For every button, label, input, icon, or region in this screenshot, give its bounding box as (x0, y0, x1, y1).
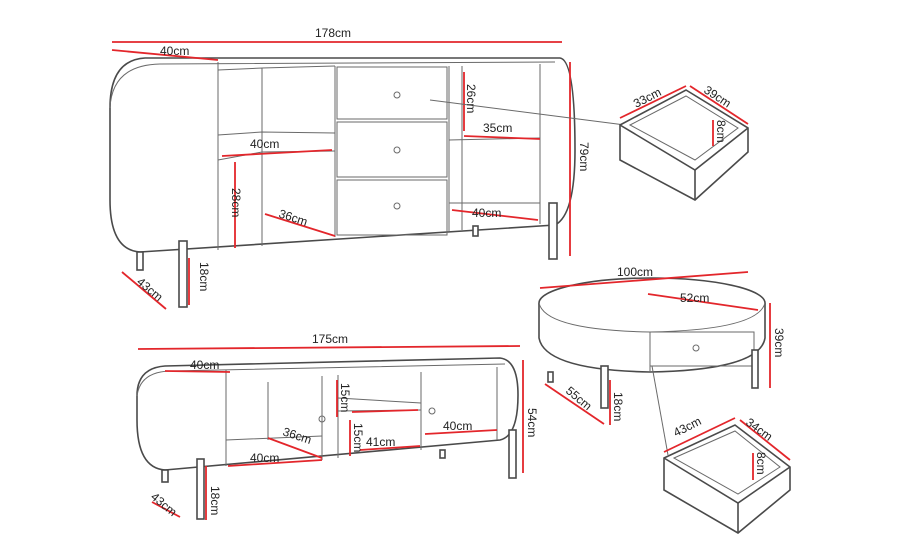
sideboard-width-label: 178cm (315, 26, 351, 40)
sideboard-depth-end-label: 40cm (160, 44, 189, 58)
sideboard-shelf-height-left-label: 28cm (229, 188, 243, 217)
tv-stand-height-label: 54cm (525, 408, 539, 437)
tv-stand-base-width-left-label: 40cm (250, 451, 279, 465)
coffee-table-top-width-label: 52cm (680, 291, 709, 305)
tv-stand: 175cm 40cm 54cm 15cm 15cm 36cm 40cm 41cm… (136, 332, 539, 520)
tv-stand-width-label: 175cm (312, 332, 348, 346)
sideboard-shelf-width-right-label: 35cm (483, 121, 512, 135)
tv-stand-middle-width-label: 41cm (366, 435, 395, 449)
tv-stand-leg-height-label: 18cm (208, 486, 222, 515)
sideboard-base-width-right-label: 40cm (472, 206, 501, 220)
sideboard-drawer-detail: 33cm 39cm 8cm (619, 83, 749, 201)
sideboard-shelf-width-left-label: 40cm (250, 137, 279, 151)
tv-stand-depth-end-label: 40cm (190, 358, 219, 372)
coffee-table-drawer-detail: 43cm 34cm 8cm (663, 414, 791, 534)
sideboard-height-label: 79cm (577, 142, 591, 171)
sideboard-drawer-height-label: 8cm (714, 120, 728, 143)
coffee-drawer-height-label: 8cm (754, 452, 768, 475)
sideboard-leg-span-label: 43cm (134, 275, 165, 305)
sideboard-drawer-height-label: 26cm (464, 84, 478, 113)
coffee-table-leg-height-label: 18cm (611, 392, 625, 421)
coffee-table-length-label: 100cm (617, 265, 653, 279)
coffee-table: 100cm 52cm 39cm 18cm 55cm (538, 265, 786, 456)
sideboard-leg-height-label: 18cm (197, 262, 211, 291)
tv-stand-lower-height-label: 15cm (351, 423, 365, 452)
tv-stand-upper-height-label: 15cm (338, 383, 352, 412)
tv-stand-right-width-label: 40cm (443, 419, 472, 433)
coffee-table-height-label: 39cm (772, 328, 786, 357)
sideboard: 178cm 40cm 79cm 40cm 28cm 36cm 26cm 35cm… (109, 26, 626, 310)
